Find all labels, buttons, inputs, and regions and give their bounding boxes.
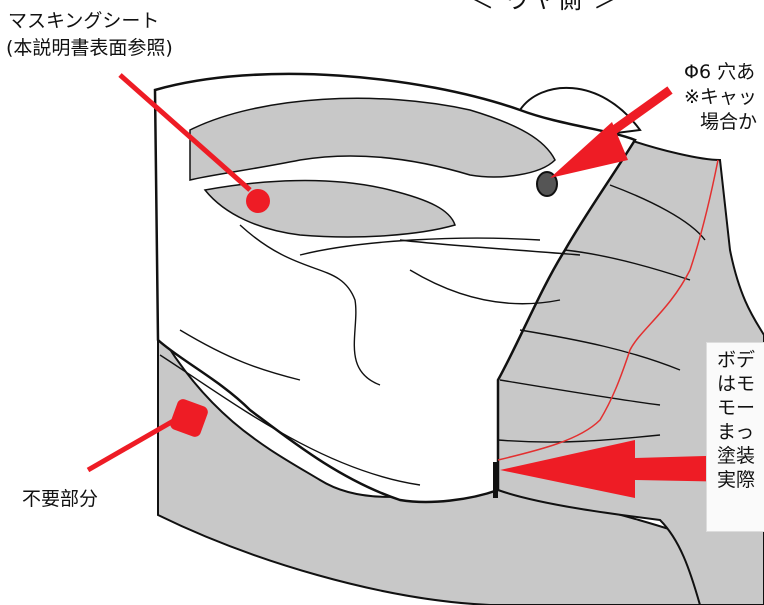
note-line: 塗装 [717, 445, 756, 467]
note-line: ボデ [717, 349, 756, 371]
masking-sheet-arrow [118, 73, 270, 213]
masking-sheet-label: マスキングシート [8, 10, 160, 32]
cut-marker [493, 462, 498, 498]
hole-arrow [550, 86, 673, 178]
unneeded-part-label: 不要部分 [22, 488, 99, 510]
trim-line [497, 159, 719, 461]
note-line: 実際 [717, 469, 756, 491]
cap-note-line-1: ※キャッ [684, 86, 757, 108]
block-contours [497, 184, 706, 443]
note-line: はモ [717, 373, 756, 395]
hole-6mm [536, 171, 558, 197]
cap-note-line-2: 場合か [700, 111, 758, 133]
note-line: モー [717, 397, 756, 419]
note-box: ボデ はモ モー まっ 塗装 実際 [706, 342, 764, 532]
trim-arrow [500, 440, 740, 498]
view-header: ＜ ウヤ側 ＞ [470, 0, 620, 14]
contour-lines [159, 224, 581, 486]
upper-recess [189, 97, 556, 181]
hole-label: Φ6 穴あ [684, 61, 756, 83]
note-line: まっ [717, 421, 755, 443]
masking-sheet-reference: (本説明書表面参照) [6, 37, 173, 59]
unneeded-arrow [86, 399, 208, 473]
